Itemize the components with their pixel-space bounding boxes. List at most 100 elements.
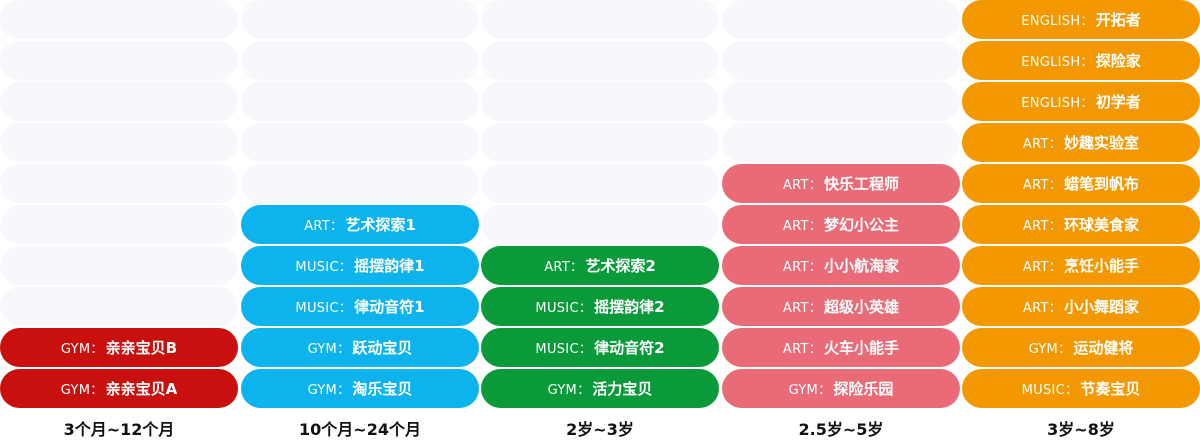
course-cell: GYM：跃动宝贝 [241,328,479,367]
course-category: GYM： [307,383,351,398]
empty-slot [241,0,479,39]
empty-slot [722,41,960,80]
course-name: 探险乐园 [833,380,894,398]
course-cell: MUSIC：节奏宝贝 [962,369,1200,408]
course-cell: ART：烹饪小能手 [962,246,1200,285]
course-cell: ART：环球美食家 [962,205,1200,244]
empty-slot [241,123,479,162]
course-category: MUSIC： [535,342,593,357]
course-name: 律动音符1 [354,298,425,316]
course-category: ART： [1022,260,1063,275]
course-name: 火车小能手 [824,339,900,357]
empty-slot [0,287,238,326]
empty-slot [0,123,238,162]
course-cell: MUSIC：律动音符1 [241,287,479,326]
course-category: ART： [782,260,823,275]
empty-slot [481,205,719,244]
course-category: ART： [782,301,823,316]
empty-slot [0,205,238,244]
course-category: GYM： [788,383,832,398]
empty-slot [0,82,238,121]
course-cell: ENGLISH：探险家 [962,41,1200,80]
course-name: 梦幻小公主 [824,216,900,234]
course-category: ART： [1022,301,1063,316]
empty-slot [241,164,479,203]
course-name: 活力宝贝 [592,380,653,398]
course-category: ENGLISH： [1021,96,1094,111]
course-cell: GYM：活力宝贝 [481,369,719,408]
course-cell: MUSIC：摇摆韵律2 [481,287,719,326]
course-cell: ENGLISH：开拓者 [962,0,1200,39]
course-cell: GYM：亲亲宝贝B [0,328,238,367]
course-category: ENGLISH： [1021,55,1094,70]
age-label-3-8-years: 3岁~8岁 [1047,420,1115,439]
course-name: 妙趣实验室 [1064,134,1140,152]
course-category: ART： [782,342,823,357]
course-name: 环球美食家 [1064,216,1140,234]
course-cell: ART：蜡笔到帆布 [962,164,1200,203]
course-name: 运动健将 [1073,339,1134,357]
course-category: ART： [544,260,584,275]
course-name: 亲亲宝贝B [105,339,178,357]
empty-slot [481,82,719,121]
course-cell: ART：妙趣实验室 [962,123,1200,162]
empty-slot [722,82,960,121]
course-cell: ART：梦幻小公主 [722,205,960,244]
course-name: 快乐工程师 [824,175,900,193]
course-cell: ART：火车小能手 [722,328,960,367]
course-category: ART： [782,219,823,234]
course-name: 艺术探索2 [585,257,656,275]
course-name: 艺术探索1 [345,216,416,234]
course-cell: ART：艺术探索2 [481,246,719,285]
empty-slot [0,164,238,203]
course-name: 节奏宝贝 [1080,380,1141,398]
course-name: 小小舞蹈家 [1064,298,1140,316]
course-name: 律动音符2 [594,339,665,357]
course-name: 烹饪小能手 [1064,257,1140,275]
course-name: 超级小英雄 [824,298,900,316]
course-cell: GYM：亲亲宝贝A [0,369,238,408]
course-category: MUSIC： [295,260,353,275]
course-category: ART： [304,219,344,234]
course-category: MUSIC： [1021,383,1079,398]
course-category: MUSIC： [535,301,593,316]
empty-slot [241,82,479,121]
empty-slot [481,0,719,39]
empty-slot [722,123,960,162]
course-category: GYM： [1028,342,1072,357]
course-category: GYM： [547,383,591,398]
course-cell: GYM：运动健将 [962,328,1200,367]
course-category: MUSIC： [295,301,353,316]
course-name: 跃动宝贝 [352,339,413,357]
age-label-3-12-months: 3个月~12个月 [63,420,175,439]
course-category: ART： [1022,219,1063,234]
course-name: 亲亲宝贝A [105,380,178,398]
empty-slot [722,0,960,39]
course-category: ART： [782,178,823,193]
course-name: 摇摆韵律2 [594,298,665,316]
course-name: 淘乐宝贝 [352,380,413,398]
course-cell: ART：快乐工程师 [722,164,960,203]
empty-slot [241,41,479,80]
course-name: 初学者 [1095,93,1141,111]
course-category: GYM： [60,342,104,357]
course-name: 小小航海家 [824,257,900,275]
course-category: GYM： [60,383,104,398]
course-name: 开拓者 [1095,11,1141,29]
empty-slot [0,41,238,80]
course-cell: ART：小小航海家 [722,246,960,285]
course-cell: ART：超级小英雄 [722,287,960,326]
course-cell: ART：小小舞蹈家 [962,287,1200,326]
course-category: GYM： [307,342,351,357]
course-cell: GYM：淘乐宝贝 [241,369,479,408]
empty-slot [0,0,238,39]
age-label-10-24-months: 10个月~24个月 [299,420,421,439]
empty-slot [0,246,238,285]
course-name: 探险家 [1095,52,1141,70]
empty-slot [481,123,719,162]
course-cell: MUSIC：律动音符2 [481,328,719,367]
empty-slot [481,41,719,80]
course-cell: MUSIC：摇摆韵律1 [241,246,479,285]
course-cell: ENGLISH：初学者 [962,82,1200,121]
